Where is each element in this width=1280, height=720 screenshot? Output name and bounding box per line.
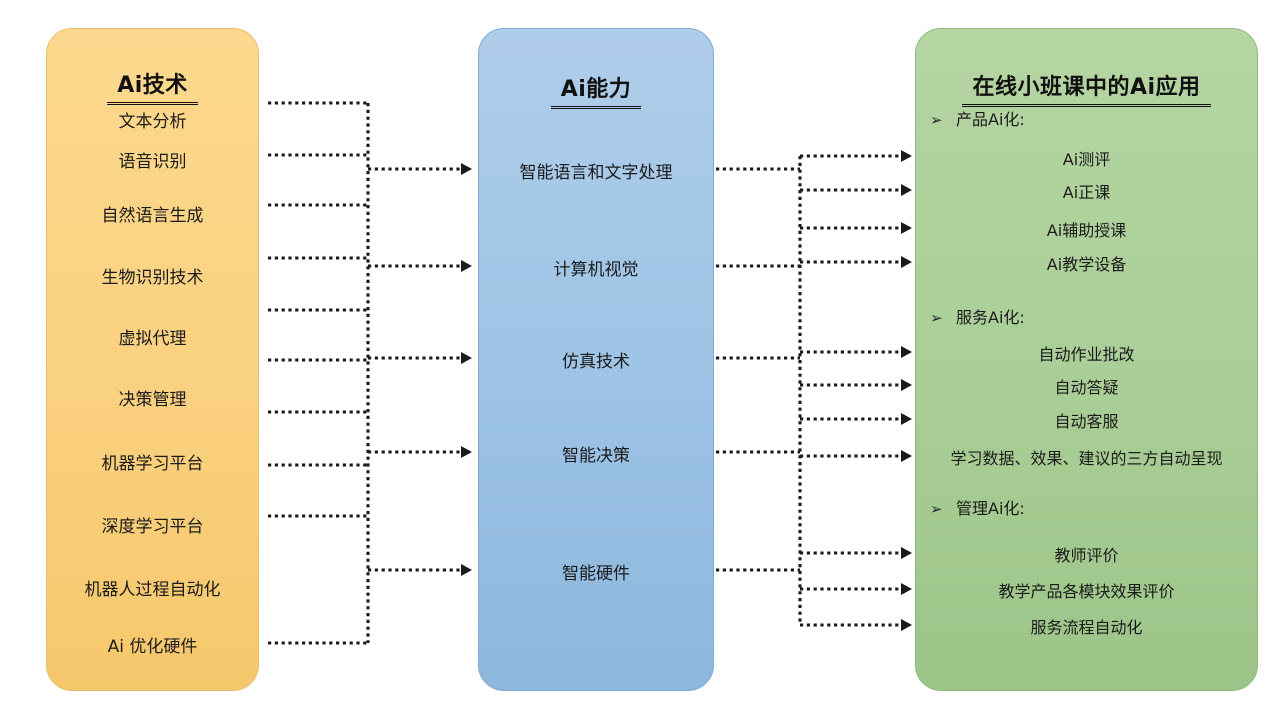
ai-application-group-header: ➢ 服务Ai化:	[930, 304, 1025, 328]
ai-ability-item: 仿真技术	[562, 352, 630, 372]
arrow-head-icon	[461, 352, 472, 364]
panel-ai-application: 在线小班课中的Ai应用	[915, 28, 1258, 691]
ai-application-sub-item: Ai教学设备	[1046, 255, 1127, 274]
ai-tech-item: 机器学习平台	[101, 454, 204, 474]
ai-application-sub-item: 学习数据、效果、建议的三方自动呈现	[950, 449, 1223, 468]
arrow-head-icon	[901, 222, 912, 234]
arrow-bullet-icon: ➢	[930, 111, 943, 129]
ai-application-group-label: 服务Ai化:	[956, 308, 1025, 327]
ai-application-sub-item: 教学产品各模块效果评价	[998, 582, 1175, 601]
arrow-head-icon	[461, 163, 472, 175]
ai-tech-item: 深度学习平台	[101, 517, 204, 537]
arrow-head-icon	[901, 379, 912, 391]
arrow-head-icon	[461, 564, 472, 576]
ai-application-sub-item: 服务流程自动化	[1030, 618, 1143, 637]
ai-application-sub-item: Ai测评	[1062, 150, 1111, 169]
arrow-head-icon	[901, 450, 912, 462]
ai-tech-item: 语音识别	[118, 152, 187, 172]
ai-tech-item: 虚拟代理	[118, 329, 187, 349]
ai-application-group-header: ➢ 产品Ai化:	[930, 106, 1025, 130]
arrow-bullet-icon: ➢	[930, 500, 943, 518]
arrow-head-icon	[901, 256, 912, 268]
ai-application-group-header: ➢ 管理Ai化:	[930, 495, 1025, 519]
ai-application-sub-item: 自动作业批改	[1038, 345, 1135, 364]
panel-title-ai-application: 在线小班课中的Ai应用	[916, 69, 1257, 107]
arrow-head-icon	[901, 547, 912, 559]
ai-ability-item: 计算机视觉	[553, 260, 639, 280]
ai-application-sub-item: 自动客服	[1054, 412, 1119, 431]
panel-ai-tech: Ai技术	[46, 28, 259, 691]
ai-tech-item: 决策管理	[118, 390, 187, 410]
ai-tech-item: 自然语言生成	[101, 206, 204, 226]
ai-tech-item: Ai 优化硬件	[107, 637, 198, 657]
arrow-bullet-icon: ➢	[930, 309, 943, 327]
ai-application-sub-item: 自动答疑	[1054, 378, 1119, 397]
ai-tech-item: 机器人过程自动化	[84, 580, 221, 600]
arrow-head-icon	[901, 619, 912, 631]
ai-tech-item: 文本分析	[118, 112, 187, 132]
ai-application-group-label: 产品Ai化:	[956, 110, 1025, 129]
arrow-head-icon	[461, 260, 472, 272]
ai-application-sub-item: Ai辅助授课	[1046, 221, 1127, 240]
arrow-head-icon	[901, 346, 912, 358]
arrow-head-icon	[901, 413, 912, 425]
arrow-head-icon	[901, 583, 912, 595]
panel-title-ai-ability: Ai能力	[479, 71, 713, 109]
arrow-head-icon	[901, 184, 912, 196]
ai-application-group-label: 管理Ai化:	[956, 499, 1025, 518]
ai-tech-item: 生物识别技术	[101, 268, 204, 288]
panel-title-ai-tech: Ai技术	[47, 67, 258, 105]
ai-application-sub-item: 教师评价	[1054, 546, 1119, 565]
ai-ability-item: 智能硬件	[562, 564, 630, 584]
panel-ai-ability: Ai能力	[478, 28, 714, 691]
ai-ability-item: 智能语言和文字处理	[519, 163, 673, 183]
arrow-head-icon	[901, 150, 912, 162]
ai-ability-item: 智能决策	[562, 446, 630, 466]
ai-application-sub-item: Ai正课	[1062, 183, 1111, 202]
arrow-head-icon	[461, 446, 472, 458]
